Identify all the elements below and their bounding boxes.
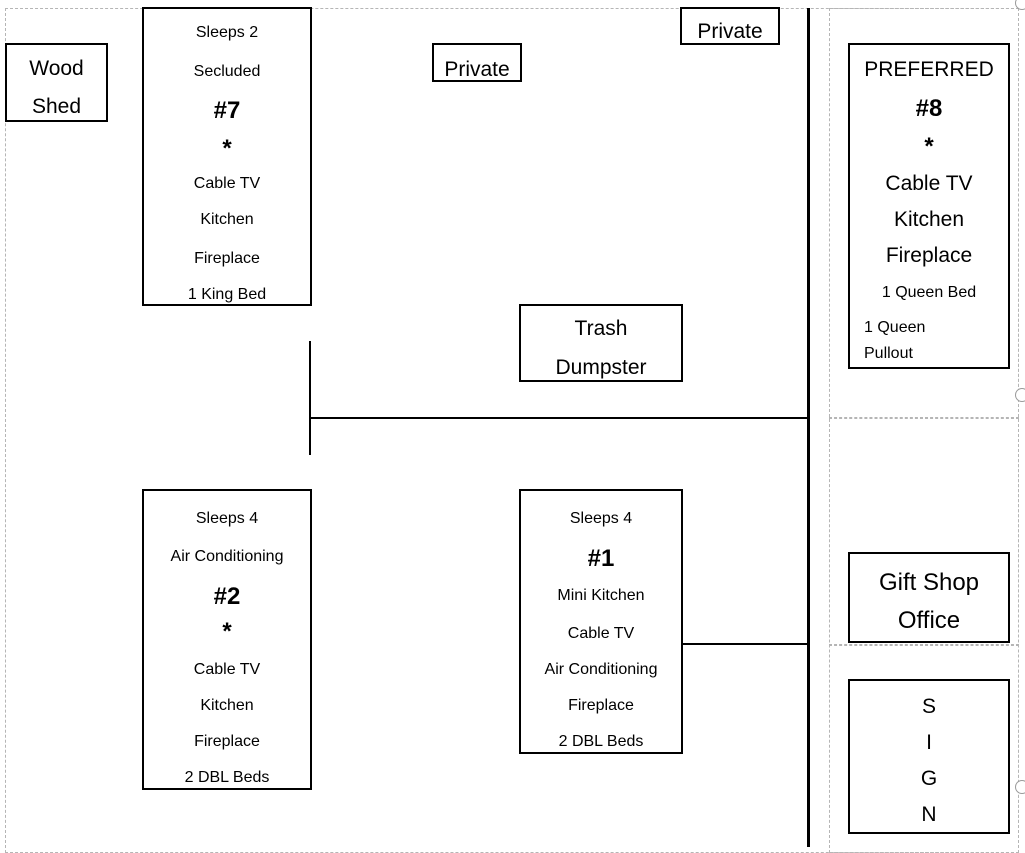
cabin1-path xyxy=(681,643,809,645)
cabin-2-feature: Kitchen xyxy=(200,697,254,714)
margin-handle xyxy=(1015,0,1025,10)
trash-line1: Trash xyxy=(574,317,628,340)
cabin-8-feature: Kitchen xyxy=(893,208,965,231)
road-vertical-short xyxy=(309,341,311,455)
cabin-7-number: #7 xyxy=(213,97,241,124)
cabin-2-tag: Air Conditioning xyxy=(170,548,284,565)
right-cell-divider-1 xyxy=(829,417,1019,419)
cabin-1-sleeps: Sleeps 4 xyxy=(569,510,633,527)
gift-shop-line1: Gift Shop xyxy=(878,569,980,596)
cabin-7-feature: Cable TV xyxy=(193,175,261,192)
cabin-7-star: * xyxy=(222,135,232,162)
cabin-8-star: * xyxy=(924,133,934,160)
cabin-8-feature: Fireplace xyxy=(885,244,973,267)
cabin-2-number: #2 xyxy=(213,583,241,610)
sign-letter: I xyxy=(926,731,932,754)
cabin-7-sleeps: Sleeps 2 xyxy=(195,24,259,41)
cabin-8-feature: Cable TV xyxy=(885,172,973,195)
trash-line2: Dumpster xyxy=(555,356,647,379)
wood-shed-line2: Shed xyxy=(31,95,82,118)
gift-shop-office: Gift Shop Office xyxy=(848,552,1010,643)
private-text-2: Private xyxy=(697,20,763,43)
cabin-7-tag: Secluded xyxy=(193,63,261,80)
margin-handle xyxy=(1015,388,1025,402)
cabin-2-sleeps: Sleeps 4 xyxy=(195,510,259,527)
margin-handle xyxy=(1015,780,1025,794)
cabin-1-feature: Mini Kitchen xyxy=(557,587,645,604)
cabin-8-extra-1: 1 Queen xyxy=(864,319,926,336)
cabin-8-extra-2: Pullout xyxy=(864,345,913,362)
cabin-2-star: * xyxy=(222,618,232,645)
sign-letter: G xyxy=(920,767,938,790)
gift-shop-line2: Office xyxy=(897,607,961,634)
private-text-1: Private xyxy=(444,58,510,81)
cabin-2-feature: Cable TV xyxy=(193,661,261,678)
cabin-2-feature: 2 DBL Beds xyxy=(184,769,270,786)
cabin-1-feature: Air Conditioning xyxy=(544,661,658,678)
cabin-1-feature: Fireplace xyxy=(568,697,634,714)
cabin-7: Sleeps 2 Secluded #7 * Cable TV Kitchen … xyxy=(142,7,312,306)
wood-shed-line1: Wood xyxy=(29,57,84,80)
sign-letter: N xyxy=(921,803,937,826)
cabin-8-feature: 1 Queen Bed xyxy=(881,284,977,301)
trash-dumpster: Trash Dumpster xyxy=(519,304,683,382)
cabin-1: Sleeps 4 #1 Mini Kitchen Cable TV Air Co… xyxy=(519,489,683,754)
sign-letter: S xyxy=(921,695,936,718)
cabin-1-feature: Cable TV xyxy=(567,625,635,642)
cabin-2-feature: Fireplace xyxy=(194,733,260,750)
wood-shed: Wood Shed xyxy=(5,43,108,122)
cabin-8-tag: PREFERRED xyxy=(864,58,994,81)
cabin-8: PREFERRED #8 * Cable TV Kitchen Fireplac… xyxy=(848,43,1010,369)
cabin-8-number: #8 xyxy=(915,95,943,122)
private-label-1: Private xyxy=(432,43,522,82)
cabin-1-feature: 2 DBL Beds xyxy=(558,733,644,750)
private-label-2: Private xyxy=(680,7,780,45)
road-horizontal xyxy=(310,417,809,419)
cabin-7-feature: 1 King Bed xyxy=(187,286,267,303)
right-cell-divider-2 xyxy=(829,644,1019,646)
cabin-7-feature: Fireplace xyxy=(194,250,260,267)
cabin-7-feature: Kitchen xyxy=(200,211,254,228)
sign: S I G N xyxy=(848,679,1010,834)
cabin-2: Sleeps 4 Air Conditioning #2 * Cable TV … xyxy=(142,489,312,790)
cabin-1-number: #1 xyxy=(587,545,615,572)
main-road-vertical xyxy=(807,8,810,847)
